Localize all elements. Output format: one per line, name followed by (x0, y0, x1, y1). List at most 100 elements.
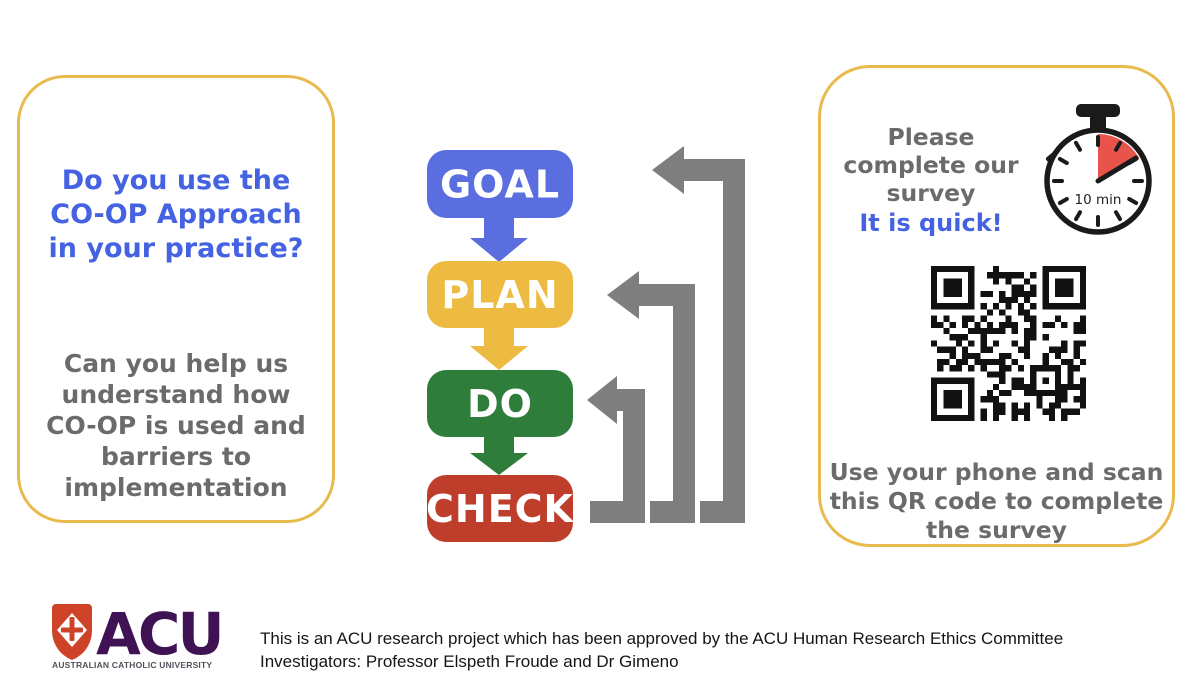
qr-module (937, 303, 944, 310)
qr-module (1005, 297, 1012, 304)
qr-module (993, 328, 1000, 335)
qr-module (968, 408, 975, 415)
qr-module (968, 303, 975, 310)
qr-module (943, 278, 950, 285)
qr-module (1079, 396, 1086, 403)
qr-module (1079, 297, 1086, 304)
qr-module (980, 315, 987, 322)
help-text: Can you help us understand how CO-OP is … (20, 348, 332, 503)
qr-module (937, 359, 944, 366)
qr-module (955, 390, 962, 397)
qr-module (1042, 284, 1049, 291)
qr-module (993, 371, 1000, 378)
qr-module (1048, 266, 1055, 273)
question-heading: Do you use the CO-OP Approach in your pr… (20, 164, 332, 266)
qr-module (1055, 390, 1062, 397)
down-arrow-plan-do (470, 324, 528, 370)
qr-module (986, 272, 993, 279)
qr-module (955, 377, 962, 384)
qr-module (931, 340, 938, 347)
qr-module (1011, 414, 1018, 421)
qr-module (999, 272, 1006, 279)
qr-module (949, 278, 956, 285)
qr-module (1061, 390, 1068, 397)
qr-module (1005, 321, 1012, 328)
qr-module (1017, 346, 1024, 353)
qr-module (999, 371, 1006, 378)
qr-module (1079, 377, 1086, 384)
qr-module (1005, 272, 1012, 279)
qr-module (1079, 390, 1086, 397)
qr-module (949, 365, 956, 372)
qr-module (980, 303, 987, 310)
qr-module (1036, 396, 1043, 403)
qr-module (931, 297, 938, 304)
qr-module (949, 321, 956, 328)
qr-module (1055, 371, 1062, 378)
qr-module (1005, 278, 1012, 285)
qr-module (1042, 334, 1049, 341)
qr-module (1030, 365, 1037, 372)
qr-module (1061, 359, 1068, 366)
qr-module (986, 359, 993, 366)
qr-module (1079, 383, 1086, 390)
qr-module (962, 303, 969, 310)
feedback-arrow-to-goal (652, 146, 745, 523)
qr-module (1005, 315, 1012, 322)
qr-module (949, 303, 956, 310)
down-arrow-do-check (470, 433, 528, 475)
investigators-line: Investigators: Professor Elspeth Froude … (260, 652, 679, 671)
qr-module (1079, 340, 1086, 347)
qr-module (1048, 390, 1055, 397)
qr-module (943, 414, 950, 421)
heading-line: Do you use the (61, 165, 291, 196)
help-text-line: Can you help us (63, 349, 289, 378)
qr-module (1067, 365, 1074, 372)
acu-logo: ACU AUSTRALIAN CATHOLIC UNIVERSITY (52, 600, 225, 670)
qr-module (968, 278, 975, 285)
qr-module (993, 278, 1000, 285)
check-label: CHECK (426, 487, 575, 531)
qr-module (1011, 340, 1018, 347)
qr-module (962, 377, 969, 384)
qr-module (1030, 390, 1037, 397)
qr-module (993, 303, 1000, 310)
qr-module (1042, 359, 1049, 366)
qr-module (955, 402, 962, 409)
qr-module (931, 266, 938, 273)
stopwatch-top-stem (1090, 115, 1106, 129)
qr-module (1061, 346, 1068, 353)
qr-module (943, 303, 950, 310)
survey-request: Please complete our survey It is quick! (825, 123, 1037, 237)
qr-module (993, 408, 1000, 415)
qr-module (968, 414, 975, 421)
qr-code (931, 266, 1086, 421)
qr-module (962, 321, 969, 328)
qr-module (999, 321, 1006, 328)
stopwatch-tick (1057, 157, 1069, 165)
qr-module (1042, 408, 1049, 415)
qr-module (943, 396, 950, 403)
qr-module (962, 315, 969, 322)
qr-module (949, 396, 956, 403)
qr-module (955, 365, 962, 372)
qr-module (931, 290, 938, 297)
qr-module (943, 377, 950, 384)
qr-module (931, 315, 938, 322)
qr-module (1061, 284, 1068, 291)
qr-module (1067, 303, 1074, 310)
qr-module (1005, 365, 1012, 372)
qr-module (1024, 315, 1031, 322)
qr-module (968, 315, 975, 322)
qr-module (999, 359, 1006, 366)
qr-module (1024, 346, 1031, 353)
qr-module (943, 315, 950, 322)
qr-module (1017, 365, 1024, 372)
right-panel: Please complete our survey It is quick! … (818, 65, 1175, 547)
qr-module (1042, 321, 1049, 328)
qr-module (1030, 383, 1037, 390)
help-text-line: CO-OP is used and (46, 411, 306, 440)
plan-box (427, 261, 573, 328)
qr-module (943, 290, 950, 297)
goal-box (427, 150, 573, 218)
